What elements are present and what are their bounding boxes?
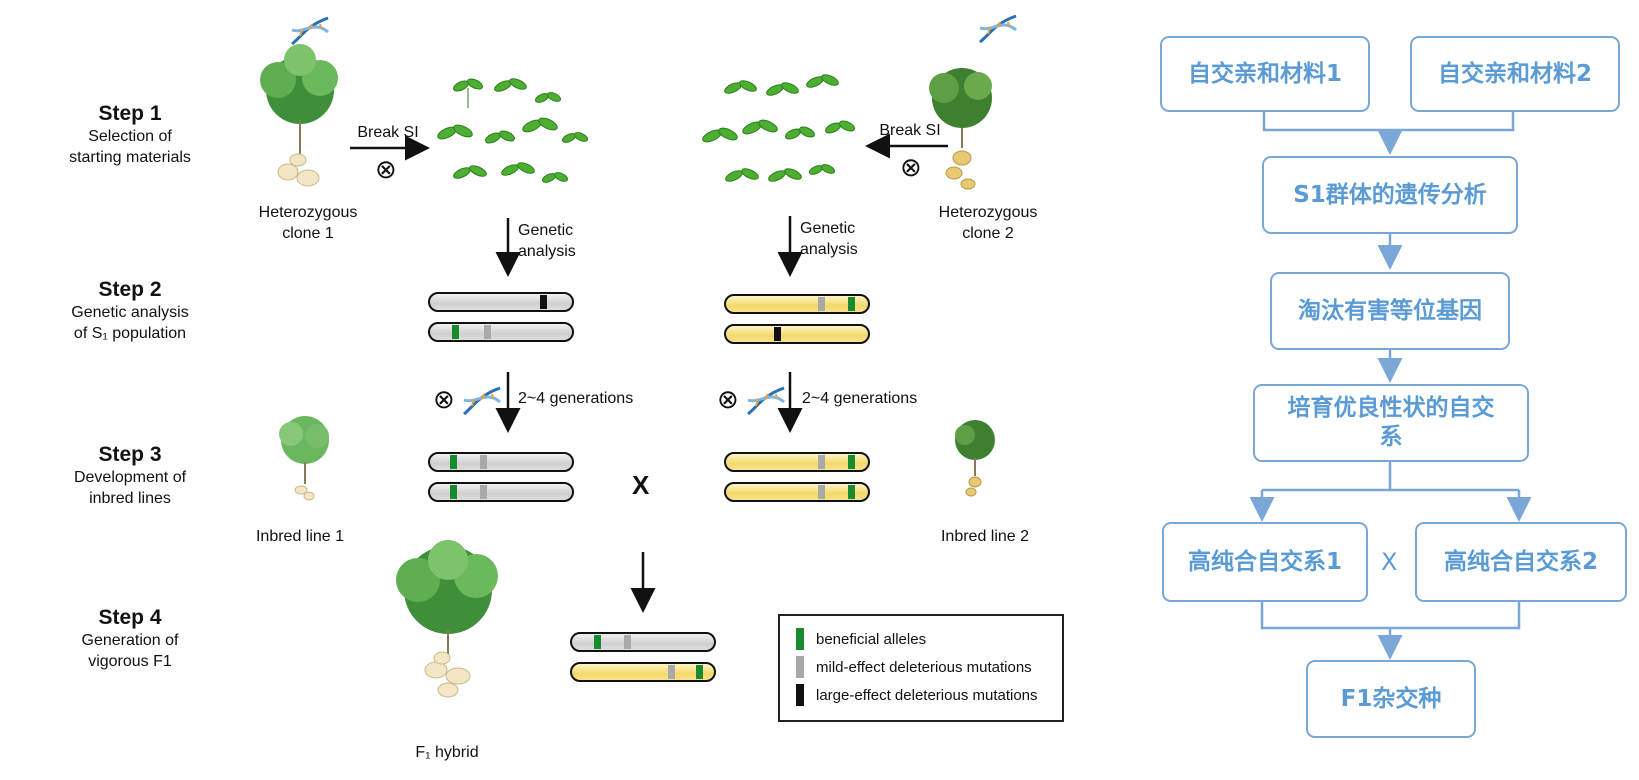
step-2: Step 2 Genetic analysis of S₁ population <box>55 278 205 344</box>
legend-label: beneficial alleles <box>816 630 927 648</box>
flow-box-material-2: 自交亲和材料2 <box>1410 36 1620 112</box>
chromosome <box>570 662 716 682</box>
beneficial-band <box>848 297 855 311</box>
break-si-label: Break SI <box>357 124 419 141</box>
beneficial-band <box>452 325 459 339</box>
chromosome <box>570 632 716 652</box>
step-3: Step 3 Development of inbred lines <box>55 443 205 509</box>
legend: beneficial alleles mild-effect deleterio… <box>778 614 1064 722</box>
f1-hybrid-label: F₁ hybrid <box>415 744 479 761</box>
plant-icon <box>279 416 329 501</box>
dna-icon <box>747 386 785 416</box>
large-effect-band <box>540 295 547 309</box>
flow-cross-symbol: X <box>1381 548 1398 576</box>
beneficial-band <box>696 665 703 679</box>
inbred-line-1-label: Inbred line 1 <box>255 528 345 545</box>
generations-label: 2~4 generations <box>518 390 634 407</box>
legend-swatch <box>796 628 804 650</box>
mild-effect-band <box>480 455 487 469</box>
flow-box-f1: F1杂交种 <box>1306 660 1476 738</box>
mild-effect-band <box>668 665 675 679</box>
genetic-analysis-label: Genetic analysis <box>800 220 858 258</box>
step-subtitle: Development of inbred lines <box>73 469 187 507</box>
mild-effect-band <box>484 325 491 339</box>
legend-swatch <box>796 656 804 678</box>
step-title: Step 2 <box>98 278 162 301</box>
break-si-label: Break SI <box>879 122 941 139</box>
chromosome <box>724 324 870 344</box>
mild-effect-band <box>818 297 825 311</box>
step-1: Step 1 Selection of starting materials <box>55 102 205 168</box>
legend-label: large-effect deleterious mutations <box>816 686 1038 704</box>
chromosome <box>724 294 870 314</box>
flow-box-material-1: 自交亲和材料1 <box>1160 36 1370 112</box>
flow-box-eliminate: 淘汰有害等位基因 <box>1270 272 1510 350</box>
chromosome <box>428 322 574 342</box>
self-cross-icon: ⊗ <box>433 384 455 414</box>
flow-box-s1-analysis: S1群体的遗传分析 <box>1262 156 1518 234</box>
seedling-icon <box>437 78 589 183</box>
dna-icon <box>979 14 1017 44</box>
dna-icon <box>291 16 329 46</box>
step-subtitle: Generation of vigorous F1 <box>81 632 179 670</box>
plant-icon <box>396 540 498 698</box>
step-title: Step 4 <box>98 606 162 629</box>
beneficial-band <box>450 485 457 499</box>
inbred-line-2-label: Inbred line 2 <box>940 528 1030 545</box>
legend-label: mild-effect deleterious mutations <box>816 658 1032 676</box>
flow-box-line-1: 高纯合自交系1 <box>1162 522 1368 602</box>
legend-item: beneficial alleles <box>796 628 926 650</box>
step-title: Step 1 <box>98 102 162 125</box>
self-cross-icon: ⊗ <box>900 152 922 182</box>
dna-icon <box>463 386 501 416</box>
mild-effect-band <box>818 485 825 499</box>
clone-1-label: Heterozygous clone 1 <box>258 204 358 242</box>
step-title: Step 3 <box>98 443 162 466</box>
legend-item: mild-effect deleterious mutations <box>796 656 1032 678</box>
step-subtitle: Genetic analysis of S₁ population <box>71 304 189 342</box>
clone-2-label: Heterozygous clone 2 <box>938 204 1038 242</box>
beneficial-band <box>594 635 601 649</box>
legend-item: large-effect deleterious mutations <box>796 684 1038 706</box>
seedling-icon <box>702 74 855 182</box>
flow-box-cultivate: 培育优良性状的自交 系 <box>1253 384 1529 462</box>
chromosome <box>428 292 574 312</box>
beneficial-band <box>450 455 457 469</box>
self-cross-icon: ⊗ <box>717 384 739 414</box>
beneficial-band <box>848 455 855 469</box>
step-4: Step 4 Generation of vigorous F1 <box>55 606 205 672</box>
genetic-analysis-label: Genetic analysis <box>518 222 576 260</box>
plant-icon <box>955 420 995 497</box>
legend-swatch <box>796 684 804 706</box>
plant-icon <box>260 44 338 187</box>
generations-label: 2~4 generations <box>802 390 918 407</box>
flow-box-line-2: 高纯合自交系2 <box>1415 522 1627 602</box>
self-cross-icon: ⊗ <box>375 154 397 184</box>
step-subtitle: Selection of starting materials <box>69 128 191 166</box>
plant-icon <box>929 68 992 190</box>
chromosome <box>428 452 574 472</box>
large-effect-band <box>774 327 781 341</box>
chromosome <box>724 452 870 472</box>
mild-effect-band <box>818 455 825 469</box>
cross-symbol: X <box>632 470 650 500</box>
mild-effect-band <box>624 635 631 649</box>
chromosome <box>724 482 870 502</box>
chromosome <box>428 482 574 502</box>
beneficial-band <box>848 485 855 499</box>
mild-effect-band <box>480 485 487 499</box>
